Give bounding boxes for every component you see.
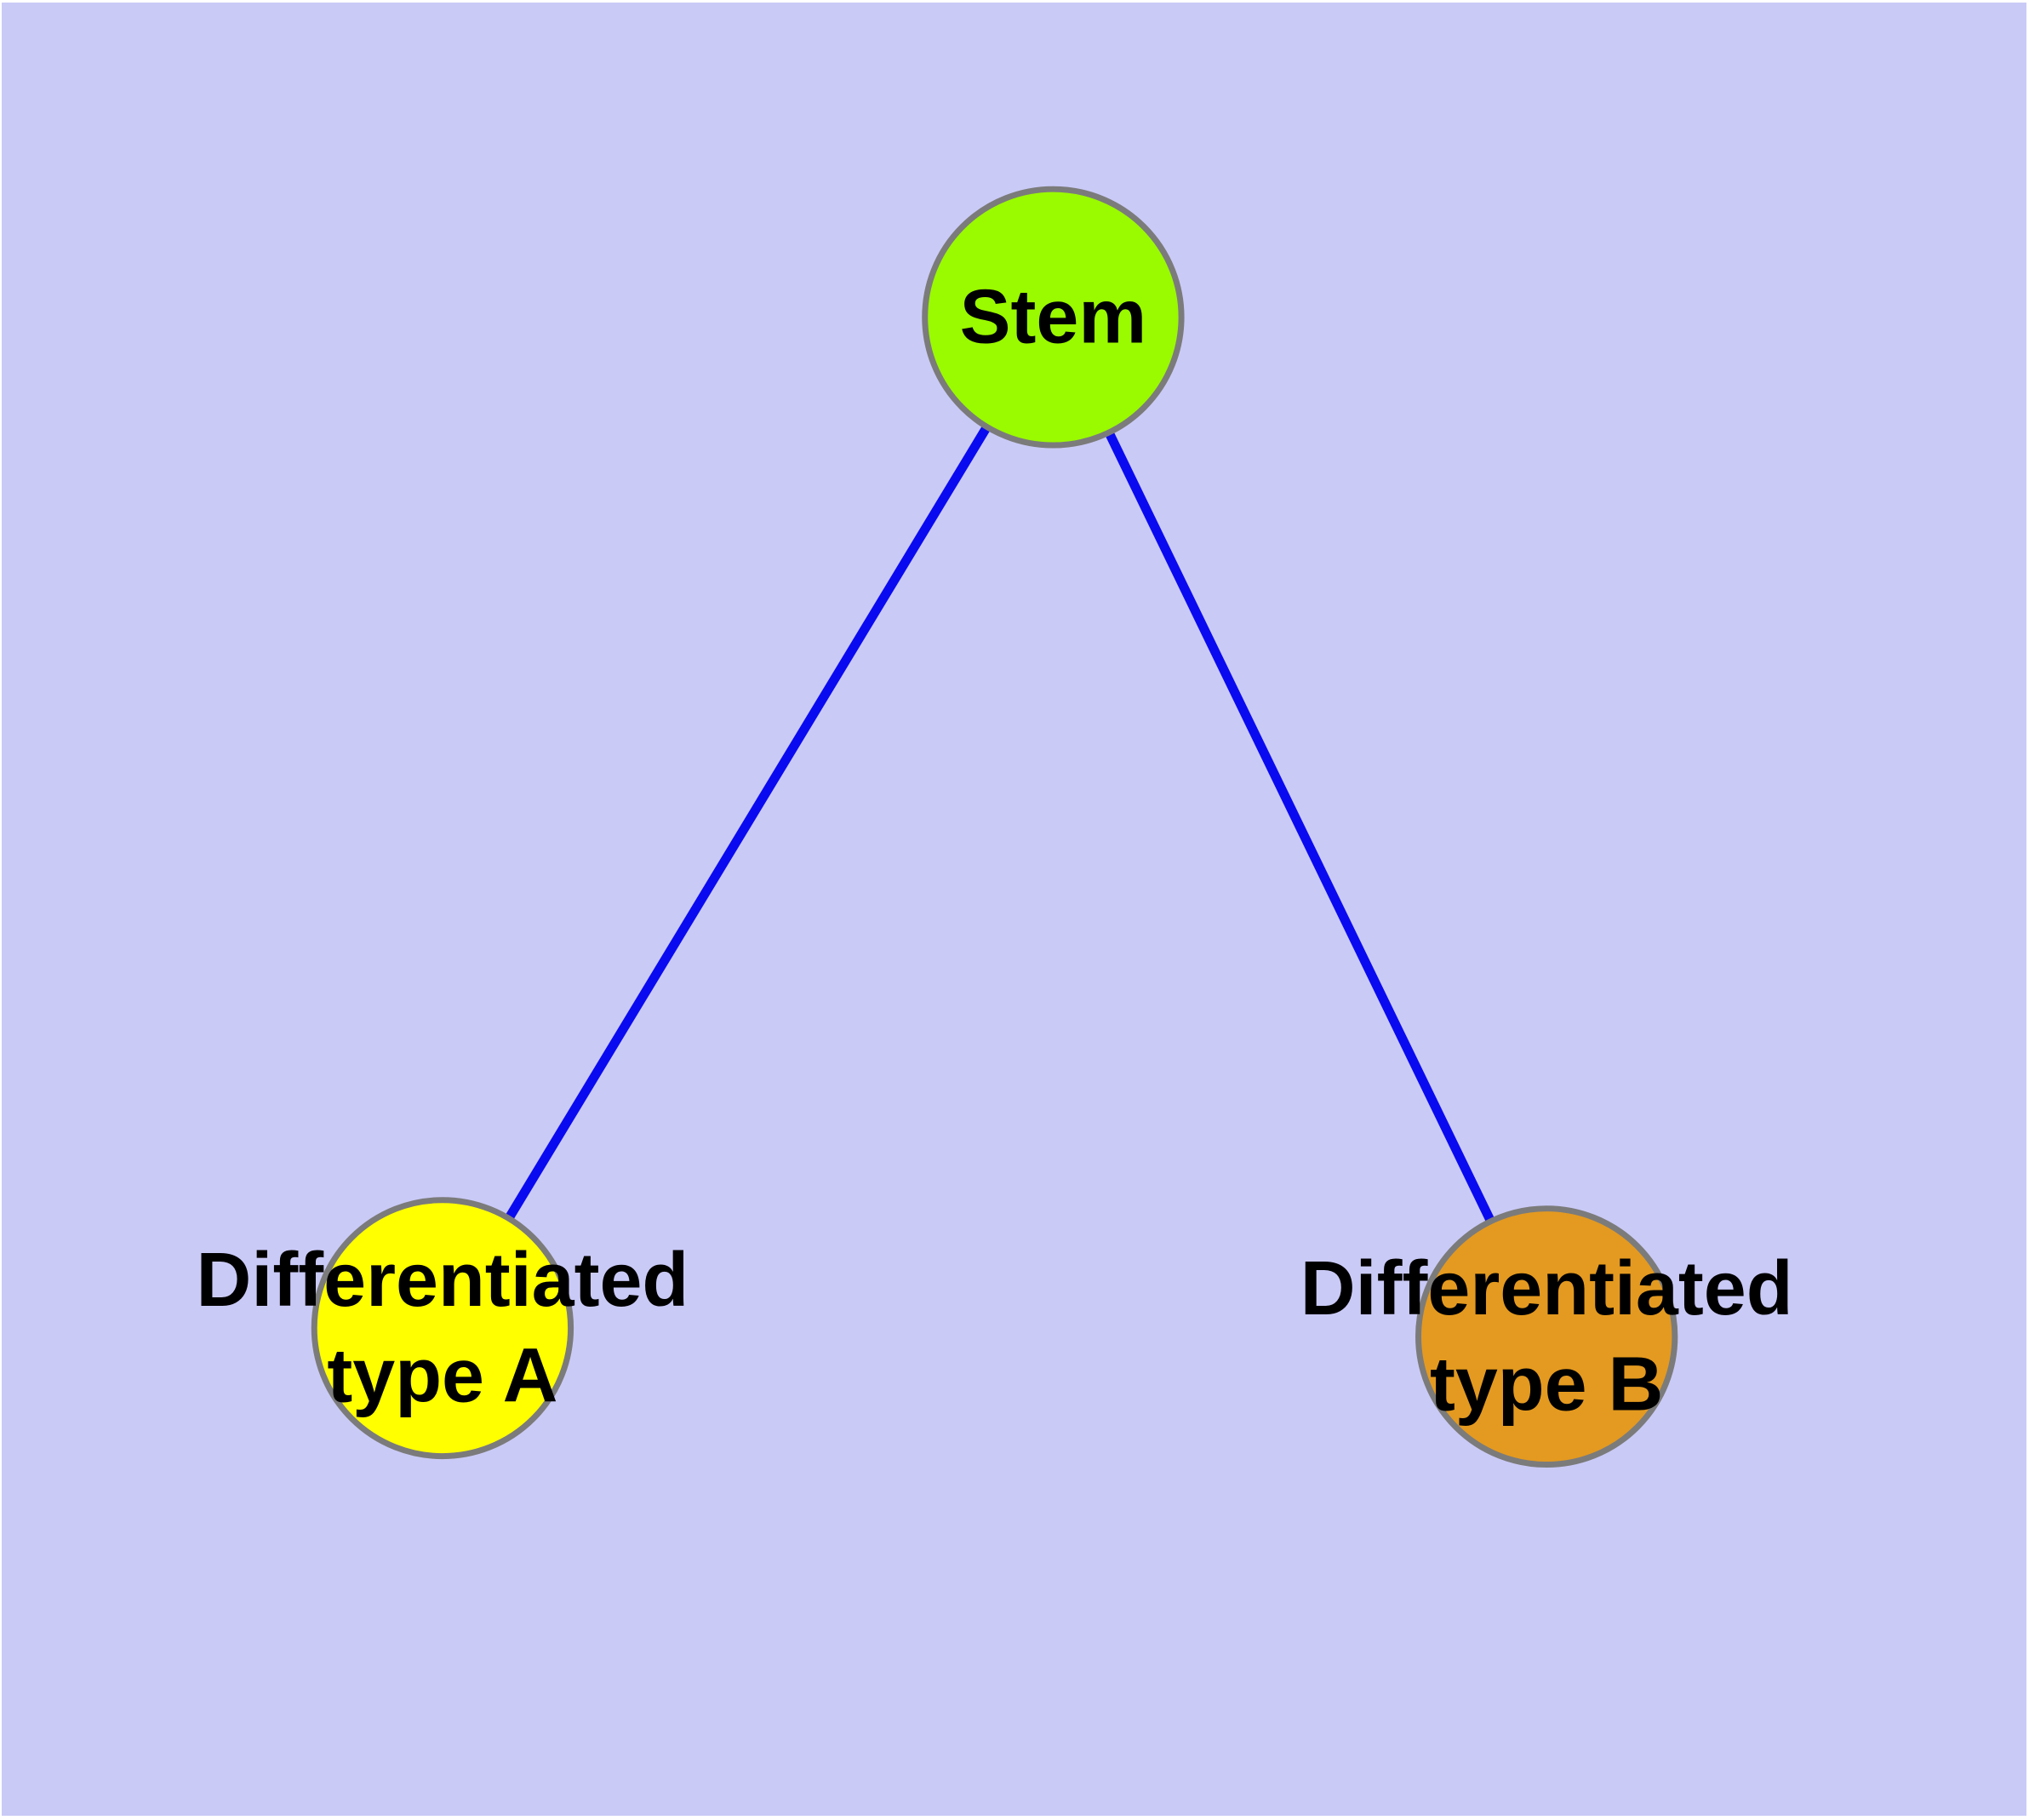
node-label-line: Stem <box>960 275 1147 360</box>
node-label-diff-type-a: Differentiated type A <box>197 1238 689 1418</box>
node-label-diff-type-b: Differentiated type B <box>1300 1246 1793 1427</box>
node-stem: Stem <box>922 186 1185 449</box>
node-label-line: type B <box>1430 1342 1663 1427</box>
node-label-line: type A <box>327 1333 557 1418</box>
node-label-stem: Stem <box>960 275 1147 360</box>
node-label-line: Differentiated <box>1300 1246 1793 1331</box>
edge-stem-diff-type-a <box>438 314 1058 1331</box>
node-diff-type-a: Differentiated type A <box>197 1197 689 1460</box>
node-circle-stem <box>922 186 1185 449</box>
node-circle-diff-type-b <box>1415 1205 1678 1468</box>
edge-stem-diff-type-b <box>1049 315 1552 1339</box>
node-circle-diff-type-a <box>311 1197 574 1460</box>
node-label-line: Differentiated <box>197 1238 689 1323</box>
node-diff-type-b: Differentiated type B <box>1300 1205 1793 1468</box>
